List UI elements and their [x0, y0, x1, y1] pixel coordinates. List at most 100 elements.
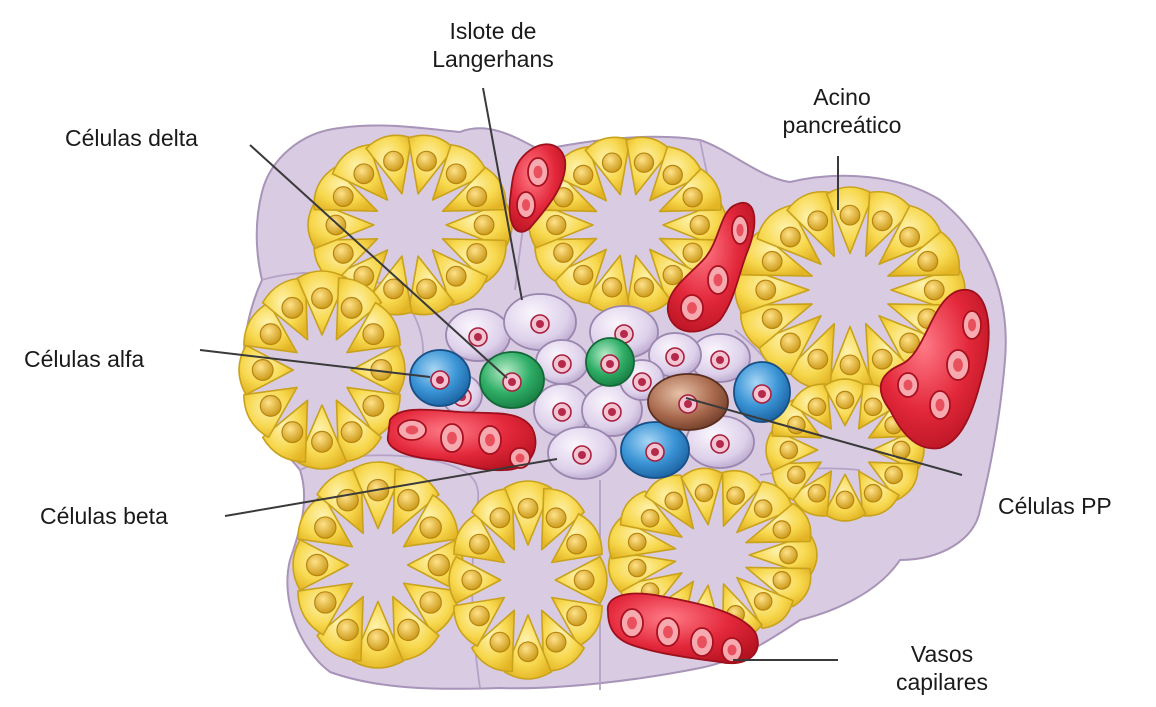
alpha-cell	[621, 422, 689, 478]
beta-cell-nucleolus	[558, 360, 566, 368]
acinar-nucleus	[762, 252, 782, 272]
label-celulas-pp: Células PP	[998, 492, 1112, 520]
acinar-nucleus	[354, 164, 374, 184]
acinar-nucleus	[602, 153, 621, 172]
red-blood-cell-center	[904, 380, 913, 391]
acinar-nucleus	[727, 487, 744, 504]
acinar-nucleus	[417, 279, 437, 299]
acinar-nucleus	[641, 510, 658, 527]
acinar-nucleus	[547, 215, 566, 234]
acinar-nucleus	[808, 211, 828, 231]
pp-cell	[648, 374, 728, 430]
beta-cell-nucleolus	[536, 320, 544, 328]
acinar-nucleus	[260, 324, 281, 345]
acinar-nucleus	[663, 165, 682, 184]
acinar-nucleus	[363, 324, 384, 345]
beta-cell-nucleolus	[716, 356, 724, 364]
acinar-nucleus	[518, 498, 538, 518]
red-blood-cell-center	[687, 302, 697, 314]
red-blood-cell-center	[697, 636, 707, 649]
delta-cell	[586, 338, 634, 386]
acinar-nucleus	[446, 164, 466, 184]
label-islote-line-1: Islote de	[408, 17, 578, 45]
acinar-nucleus	[872, 211, 892, 231]
label-acino-pancreatico: Acino pancreático	[772, 83, 912, 139]
acinar-nucleus	[420, 592, 441, 613]
acinar-nucleus	[808, 398, 825, 415]
acinar-nucleus	[567, 606, 587, 626]
beta-cell-nucleolus	[716, 440, 724, 448]
acinar-nucleus	[695, 484, 712, 501]
acinar-nucleus	[337, 619, 358, 640]
acinar-nucleus	[252, 360, 273, 381]
delta-cell	[480, 352, 544, 408]
acinar-nucleus	[333, 244, 353, 264]
beta-cell-nucleolus	[620, 330, 628, 338]
acinar-nucleus	[490, 508, 510, 528]
red-blood-cell-center	[968, 319, 976, 332]
red-blood-cell-center	[728, 645, 737, 656]
acinar-nucleus	[754, 593, 771, 610]
acinar-nucleus	[780, 546, 797, 563]
acinar-nucleus	[690, 215, 709, 234]
acinar-nucleus	[780, 441, 797, 458]
acinar-nucleus	[574, 265, 593, 284]
alpha-cell-nucleolus	[436, 376, 444, 384]
beta-cell-nucleolus	[474, 333, 482, 341]
label-islote-de-langerhans: Islote de Langerhans	[408, 17, 578, 73]
acinar-nucleus	[490, 632, 510, 652]
label-celulas-delta: Células delta	[65, 124, 198, 152]
acinar-nucleus	[788, 466, 805, 483]
acinar-nucleus	[307, 554, 328, 575]
acinar-nucleus	[773, 521, 790, 538]
acinar-nucleus	[554, 243, 573, 262]
acinar-nucleus	[518, 642, 538, 662]
acinar-nucleus	[840, 355, 860, 375]
acinar-nucleus	[474, 215, 494, 235]
alpha-cell-nucleolus	[651, 448, 659, 456]
acinar-nucleus	[629, 533, 646, 550]
beta-cell-nucleolus	[671, 353, 679, 361]
acinar-nucleus	[467, 244, 487, 264]
red-blood-cell-center	[714, 274, 723, 287]
acinar-nucleus	[836, 491, 853, 508]
acinar-nucleus	[282, 297, 303, 318]
red-blood-cell-center	[627, 617, 637, 630]
acinar-nucleus	[312, 288, 333, 309]
acinar-nucleus	[398, 619, 419, 640]
acinar-nucleus	[384, 151, 404, 171]
acinar-nucleus	[756, 280, 776, 300]
acinar-nucleus	[398, 490, 419, 511]
acinar-nucleus	[754, 500, 771, 517]
acinar-nucleus	[665, 492, 682, 509]
red-blood-cell-center	[936, 399, 945, 412]
label-acino-line-1: Acino	[772, 83, 912, 111]
acinar-nucleus	[363, 396, 384, 417]
acinar-nucleus	[446, 266, 466, 286]
acinar-nucleus	[683, 243, 702, 262]
acinar-nucleus	[467, 187, 487, 207]
acinar-nucleus	[567, 534, 587, 554]
acinar-nucleus	[629, 559, 646, 576]
delta-cell-nucleolus	[606, 360, 614, 368]
acinar-nucleus	[781, 227, 801, 247]
acinar-nucleus	[420, 517, 441, 538]
acinar-nucleus	[260, 396, 281, 417]
acinar-nucleus	[808, 349, 828, 369]
red-blood-cell-center	[663, 626, 673, 639]
acinar-nucleus	[808, 485, 825, 502]
label-celulas-beta: Células beta	[40, 502, 168, 530]
acinar-nucleus	[924, 280, 944, 300]
acinar-nucleus	[367, 629, 388, 650]
acinar-nucleus	[900, 227, 920, 247]
red-blood-cell-center	[522, 199, 530, 211]
label-acino-line-2: pancreático	[772, 111, 912, 139]
acinar-nucleus	[864, 485, 881, 502]
acinar-nucleus	[574, 570, 594, 590]
acinar-nucleus	[781, 333, 801, 353]
pp-cell-nucleolus	[684, 400, 692, 408]
red-blood-cell-center	[953, 358, 963, 372]
acinar-nucleus	[836, 391, 853, 408]
